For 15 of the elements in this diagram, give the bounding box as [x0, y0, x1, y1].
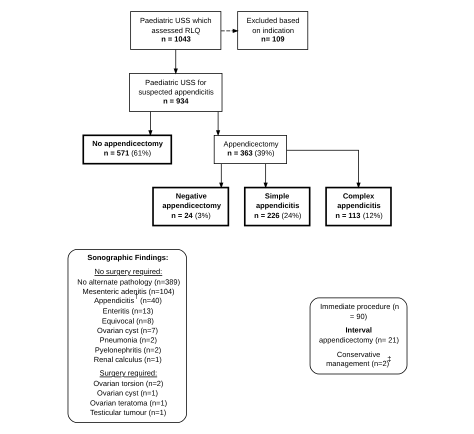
arrow	[218, 164, 223, 189]
arrow	[173, 49, 178, 75]
node-box: Negative appendicectomy n = 24 (3%)	[152, 186, 229, 226]
node-box: Excluded based on indication n= 109	[236, 11, 308, 50]
arrow	[216, 111, 220, 136]
node-box: Appendicectomy n = 363 (39%)	[213, 134, 286, 164]
node-box: Complex appendicitis n = 113 (12%)	[324, 186, 392, 226]
node-box: Paediatric USS which assessed RLQ n = 1043	[130, 11, 221, 50]
arrow	[286, 150, 360, 189]
node-box: Simple appendicitis n = 226 (24%)	[243, 186, 310, 226]
arrow	[148, 111, 152, 136]
node-box: Paediatric USS for suspected appendicitis n = 934	[128, 73, 222, 112]
node-box: No appendicectomy n = 571 (61%)	[82, 134, 172, 164]
arrow	[220, 28, 238, 33]
arrow	[263, 164, 268, 189]
